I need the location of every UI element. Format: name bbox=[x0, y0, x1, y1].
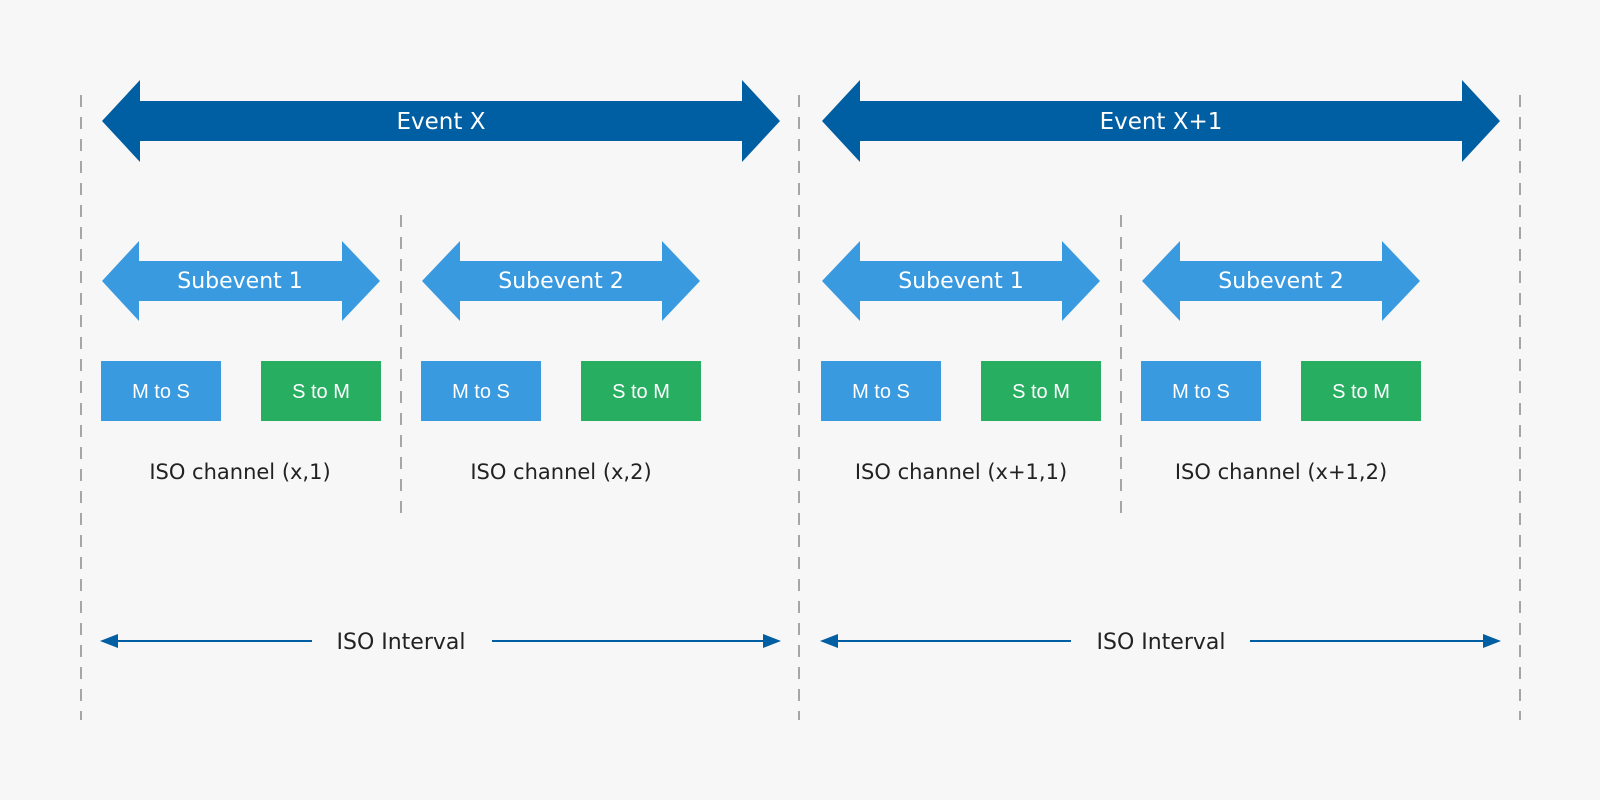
event-arrow bbox=[102, 80, 780, 162]
iso-channel-label: ISO channel (x,2) bbox=[470, 460, 651, 484]
iso-interval-label: ISO Interval bbox=[1096, 630, 1225, 655]
m-to-s-box bbox=[1141, 361, 1261, 421]
subevent-label: Subevent 2 bbox=[498, 269, 624, 294]
event-label: Event X+1 bbox=[1100, 109, 1223, 135]
event-label: Event X bbox=[397, 109, 486, 135]
event-arrow bbox=[822, 80, 1500, 162]
iso-channel-label: ISO channel (x+1,1) bbox=[855, 460, 1067, 484]
s-to-m-label: S to M bbox=[1012, 381, 1070, 403]
event-x-plus-1: Event X+1 Subevent 1 M to S S to M ISO c… bbox=[820, 80, 1501, 655]
subevent-arrow bbox=[102, 241, 380, 321]
m-to-s-label: M to S bbox=[452, 381, 510, 403]
subevent-label: Subevent 2 bbox=[1218, 269, 1344, 294]
iso-interval-label: ISO Interval bbox=[336, 630, 465, 655]
s-to-m-box bbox=[1301, 361, 1421, 421]
subevent-arrow bbox=[822, 241, 1100, 321]
interval-arrowhead-left bbox=[100, 634, 118, 648]
iso-channel-label: ISO channel (x+1,2) bbox=[1175, 460, 1387, 484]
m-to-s-label: M to S bbox=[1172, 381, 1230, 403]
subevent-label: Subevent 1 bbox=[177, 269, 303, 294]
s-to-m-box bbox=[581, 361, 701, 421]
s-to-m-label: S to M bbox=[292, 381, 350, 403]
interval-arrowhead-left bbox=[820, 634, 838, 648]
iso-channel-label: ISO channel (x,1) bbox=[149, 460, 330, 484]
subevent-label: Subevent 1 bbox=[898, 269, 1024, 294]
m-to-s-label: M to S bbox=[132, 381, 190, 403]
m-to-s-box bbox=[421, 361, 541, 421]
interval-arrowhead-right bbox=[763, 634, 781, 648]
subevent-arrow bbox=[422, 241, 700, 321]
s-to-m-label: S to M bbox=[612, 381, 670, 403]
m-to-s-box bbox=[101, 361, 221, 421]
m-to-s-label: M to S bbox=[852, 381, 910, 403]
event-x: Event X Subevent 1 M to S S to M ISO cha… bbox=[100, 80, 781, 655]
m-to-s-box bbox=[821, 361, 941, 421]
subevent-arrow bbox=[1142, 241, 1420, 321]
s-to-m-label: S to M bbox=[1332, 381, 1390, 403]
s-to-m-box bbox=[981, 361, 1101, 421]
s-to-m-box bbox=[261, 361, 381, 421]
interval-arrowhead-right bbox=[1483, 634, 1501, 648]
